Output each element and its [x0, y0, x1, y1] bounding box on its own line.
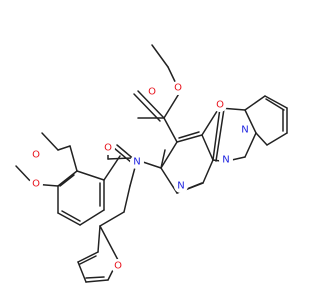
atom-label: N: [133, 157, 140, 168]
bond: [244, 95, 266, 111]
bond: [137, 90, 165, 119]
bond: [212, 107, 221, 161]
bond: [97, 225, 101, 253]
bond: [57, 145, 71, 151]
atom-label: O: [32, 179, 40, 190]
bond: [99, 211, 125, 227]
bond: [160, 149, 166, 169]
bond: [113, 147, 133, 164]
bond: [151, 44, 169, 68]
atom-o-ester-top: O: [145, 85, 159, 99]
bond: [264, 95, 288, 109]
atom-n-ring-upper: N: [238, 123, 252, 137]
bond: [61, 210, 81, 222]
bond: [77, 251, 99, 263]
atom-n-imine: N: [130, 155, 144, 169]
bond-layer: [15, 44, 288, 283]
bond: [201, 107, 220, 136]
atom-o-ester-link: O: [171, 81, 185, 95]
bond: [85, 276, 105, 279]
atom-n-ring-lower: N: [219, 153, 233, 167]
atom-n-ring-1: N: [174, 179, 188, 193]
bond: [201, 134, 214, 161]
bond: [85, 279, 109, 283]
atom-label: N: [241, 125, 248, 136]
atom-label: O: [216, 100, 224, 111]
molecule-structure-diagram: O O O N O O O N: [15, 44, 288, 283]
atom-label: O: [104, 143, 112, 154]
atom-label: O: [148, 87, 156, 98]
bond: [160, 167, 178, 194]
bond: [59, 174, 75, 187]
bond: [76, 170, 105, 181]
atom-label: N: [222, 155, 229, 166]
bond: [57, 212, 81, 226]
bond: [160, 141, 178, 169]
bond: [163, 117, 178, 143]
bond: [79, 255, 97, 265]
atom-layer: O O O N O O O N: [29, 81, 252, 273]
bond: [202, 159, 214, 184]
bond: [99, 225, 119, 261]
bond: [176, 134, 203, 143]
bond: [57, 170, 78, 187]
bond: [123, 185, 131, 213]
bond: [163, 91, 181, 119]
atom-o-amide: O: [101, 141, 115, 155]
bond: [69, 145, 78, 172]
atom-o-methoxy-4: O: [29, 177, 43, 191]
atom-label: O: [174, 83, 182, 94]
bond: [79, 209, 105, 226]
bond: [255, 132, 268, 146]
bond: [266, 132, 288, 146]
bond: [103, 155, 121, 181]
bond: [178, 131, 200, 139]
bond: [244, 109, 257, 134]
bond: [133, 93, 161, 122]
bond: [41, 132, 59, 151]
bond: [244, 132, 257, 158]
atom-o-ketone: O: [213, 98, 227, 112]
atom-o-methoxy-3: O: [29, 148, 43, 162]
bond: [265, 98, 285, 111]
atom-label: O: [32, 150, 40, 161]
atom-label: N: [177, 181, 184, 192]
bond: [215, 108, 225, 162]
bond: [107, 157, 133, 160]
atom-label: O: [114, 261, 122, 272]
bond: [77, 261, 87, 283]
atom-o-furan: O: [111, 259, 125, 273]
